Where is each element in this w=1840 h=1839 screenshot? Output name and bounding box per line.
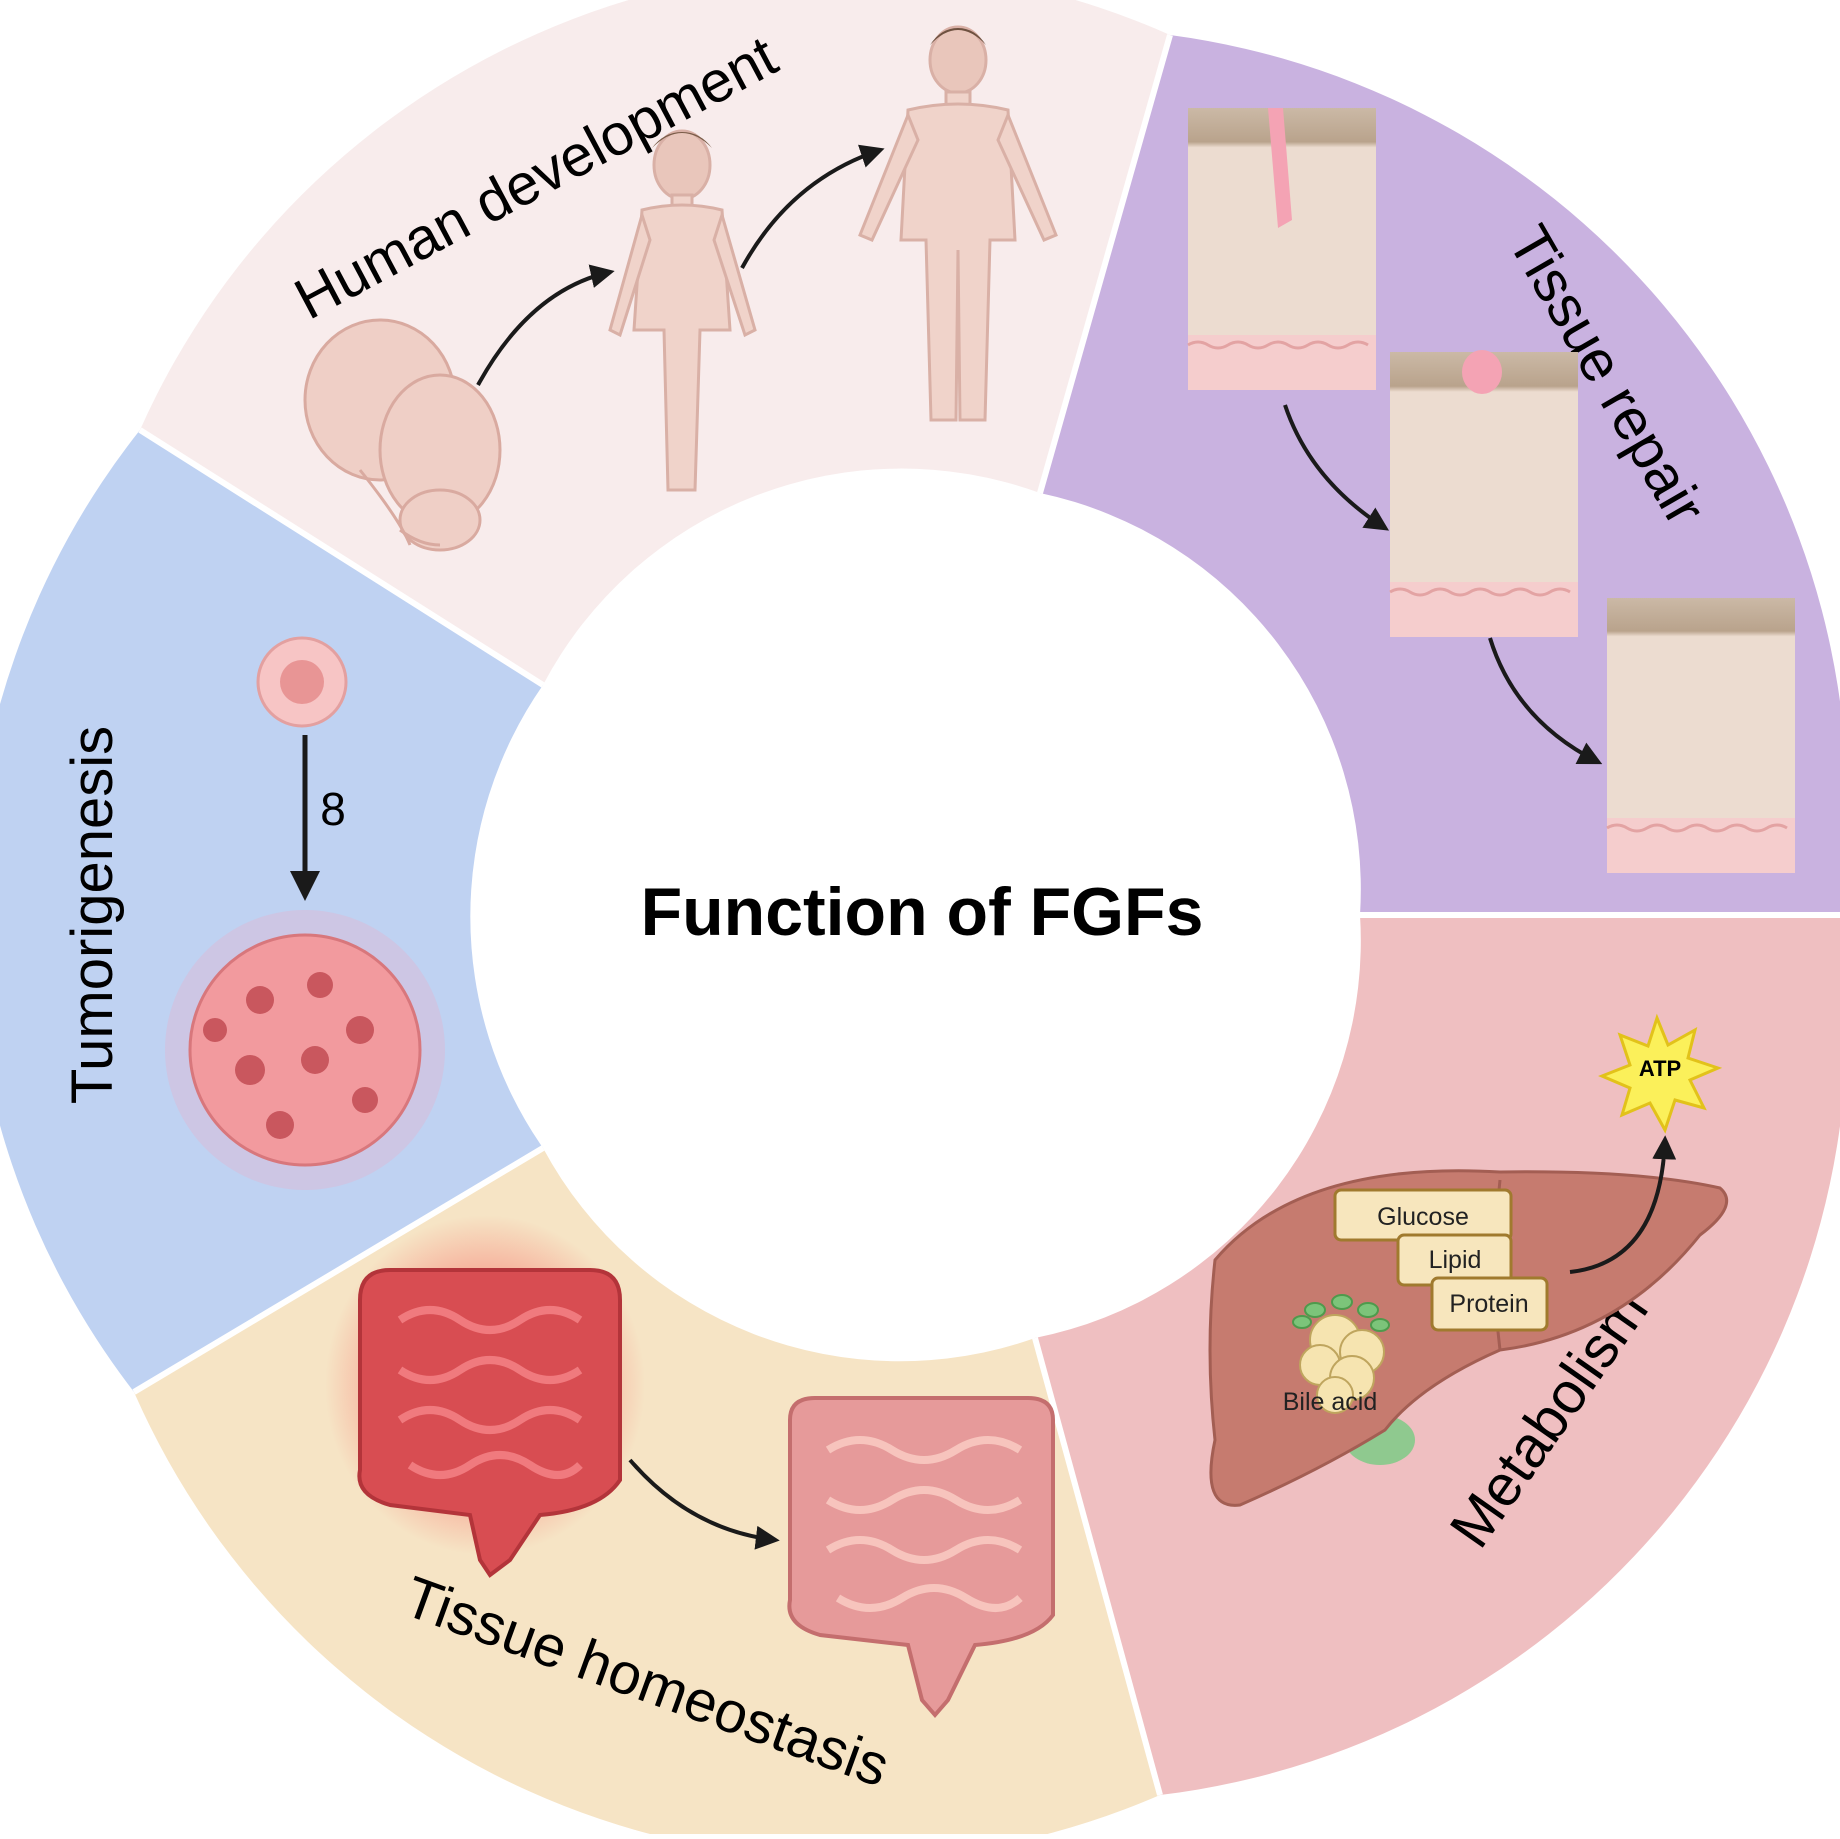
arrow-to-atp bbox=[1569, 1135, 1677, 1274]
arrow-repair-1-to-2 bbox=[1283, 404, 1390, 531]
box-lipid-label: Lipid bbox=[1429, 1246, 1482, 1274]
arrow-repair-2-to-3 bbox=[1488, 637, 1603, 765]
center-hole bbox=[517, 510, 1327, 1320]
tumor-mass-illustration bbox=[165, 910, 445, 1190]
child-illustration bbox=[608, 129, 757, 492]
skin-wound-stage-3 bbox=[1606, 598, 1795, 873]
arrow-fetus-to-child bbox=[476, 264, 615, 386]
box-protein bbox=[1430, 1276, 1549, 1332]
bile-acid-label: Bile acid bbox=[1283, 1388, 1378, 1416]
adult-illustration bbox=[858, 25, 1058, 422]
metabolism-illustration: Glucose Lipid Protein Bile acid ATP bbox=[1208, 1013, 1729, 1507]
segment-dividers bbox=[132, 34, 1840, 1796]
box-glucose-label: Glucose bbox=[1377, 1203, 1469, 1231]
inflamed-intestine-illustration bbox=[325, 1215, 645, 1578]
arrow-child-to-adult bbox=[740, 144, 885, 269]
tissue-repair-illustration bbox=[1187, 108, 1795, 873]
tumor-step-label: 8 bbox=[320, 783, 346, 835]
atp-burst: ATP bbox=[1598, 1013, 1723, 1134]
label-tumorigenesis: Tumorigenesis bbox=[60, 726, 125, 1104]
tumorigenesis-illustration: 8 bbox=[165, 636, 445, 1190]
arrow-inflamed-to-healthy bbox=[628, 1458, 780, 1550]
skin-wound-stage-1 bbox=[1187, 108, 1376, 390]
fetus-illustration bbox=[303, 318, 502, 552]
skin-wound-stage-2 bbox=[1389, 350, 1578, 637]
single-cell-illustration bbox=[256, 636, 348, 728]
healthy-intestine-illustration bbox=[787, 1396, 1055, 1719]
atp-label: ATP bbox=[1639, 1056, 1681, 1081]
center-title: Function of FGFs bbox=[641, 874, 1204, 950]
box-protein-label: Protein bbox=[1449, 1290, 1528, 1318]
tissue-homeostasis-illustration bbox=[325, 1215, 1055, 1719]
liver-illustration bbox=[1208, 1169, 1729, 1507]
segment-tumorigenesis bbox=[0, 430, 543, 1392]
nutrient-boxes: Glucose Lipid Protein bbox=[1333, 1188, 1549, 1332]
human-development-illustration bbox=[303, 25, 1058, 552]
